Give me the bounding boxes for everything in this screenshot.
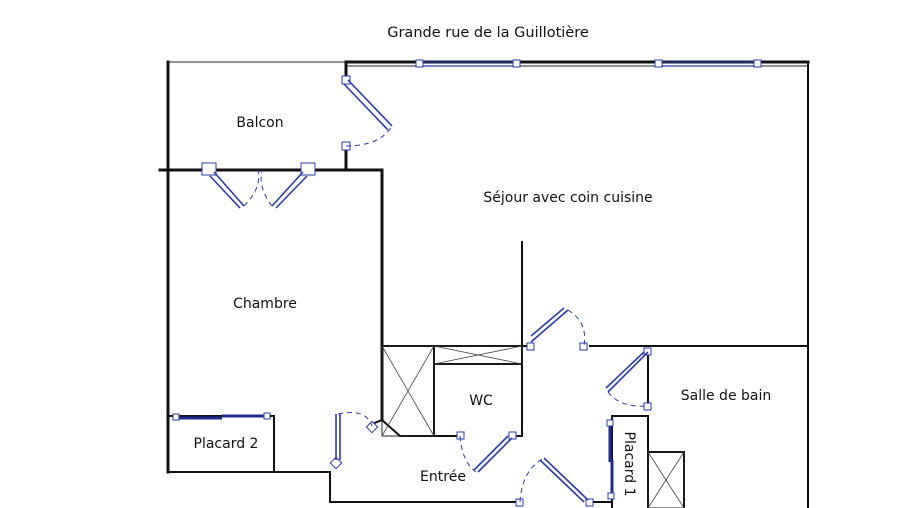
room-label-chambre: Chambre bbox=[233, 296, 297, 312]
balcony-door bbox=[341, 75, 393, 151]
chambre-balcony-double-door bbox=[201, 162, 316, 209]
sejour-door bbox=[526, 307, 588, 351]
room-label-balcon: Balcon bbox=[236, 115, 283, 131]
room-label-entree: Entrée bbox=[420, 469, 466, 485]
room-label-salle-de-bain: Salle de bain bbox=[681, 388, 772, 404]
top-windows bbox=[415, 59, 762, 68]
room-label-placard2: Placard 2 bbox=[194, 436, 259, 452]
placard1-door bbox=[606, 419, 615, 500]
kitchen-cabinets bbox=[381, 345, 685, 508]
chambre-door bbox=[329, 412, 379, 470]
placard2-door bbox=[172, 412, 271, 421]
room-label-wc: WC bbox=[469, 393, 493, 409]
bathroom-door bbox=[605, 347, 652, 411]
entrance-door bbox=[515, 457, 594, 507]
room-label-placard1: Placard 1 bbox=[621, 432, 637, 497]
street-label: Grande rue de la Guillotière bbox=[387, 25, 589, 41]
room-label-sejour: Séjour avec coin cuisine bbox=[483, 190, 652, 206]
wc-door bbox=[456, 431, 517, 473]
